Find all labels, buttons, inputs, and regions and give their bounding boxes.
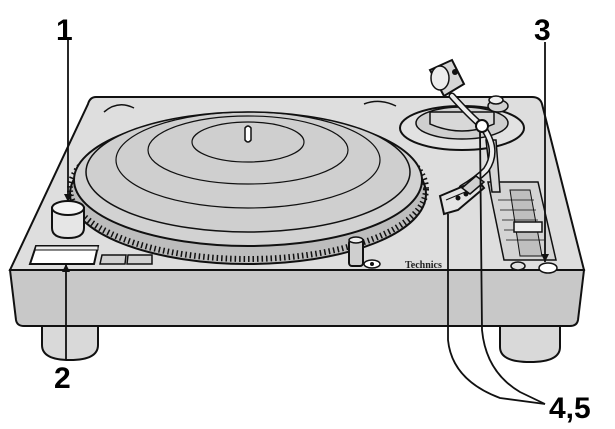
callout-2: 2 — [54, 362, 71, 395]
start-stop-button[interactable] — [28, 245, 100, 265]
arrowheads — [62, 194, 549, 272]
headshell[interactable] — [438, 175, 486, 216]
counterweight[interactable] — [428, 58, 466, 98]
speed-select-buttons[interactable] — [99, 254, 153, 265]
leader-lines — [65, 40, 546, 405]
pitch-reset-buttons[interactable] — [510, 261, 558, 274]
brand-label: Technics — [405, 260, 442, 271]
tonearm-base — [399, 105, 525, 151]
pitch-slider[interactable] — [487, 181, 557, 261]
callout-3: 3 — [534, 14, 551, 47]
platter — [67, 111, 429, 265]
callout-1: 1 — [56, 14, 73, 47]
turntable-base-front — [8, 269, 586, 327]
target-light — [348, 236, 381, 269]
power-knob[interactable] — [51, 200, 85, 240]
callout-4-5: 4,5 — [549, 392, 591, 425]
cue-lever[interactable] — [487, 95, 509, 113]
